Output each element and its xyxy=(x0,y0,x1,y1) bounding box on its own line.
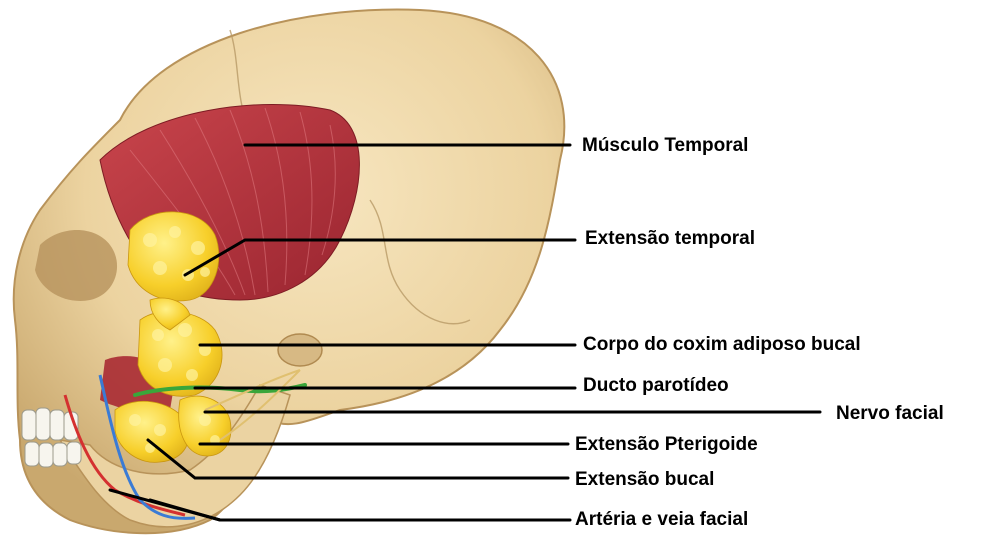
label-buccal-fat-body: Corpo do coxim adiposo bucal xyxy=(583,335,861,354)
label-facial-artery-vein: Artéria e veia facial xyxy=(575,510,748,529)
label-parotid-duct: Ducto parotídeo xyxy=(583,376,729,395)
label-temporal-muscle: Músculo Temporal xyxy=(582,136,748,155)
label-facial-nerve: Nervo facial xyxy=(836,404,944,423)
ear-canal xyxy=(278,334,322,366)
label-buccal-extension: Extensão bucal xyxy=(575,470,714,489)
label-temporal-extension: Extensão temporal xyxy=(585,229,755,248)
label-pterygoid-extension: Extensão Pterigoide xyxy=(575,435,758,454)
